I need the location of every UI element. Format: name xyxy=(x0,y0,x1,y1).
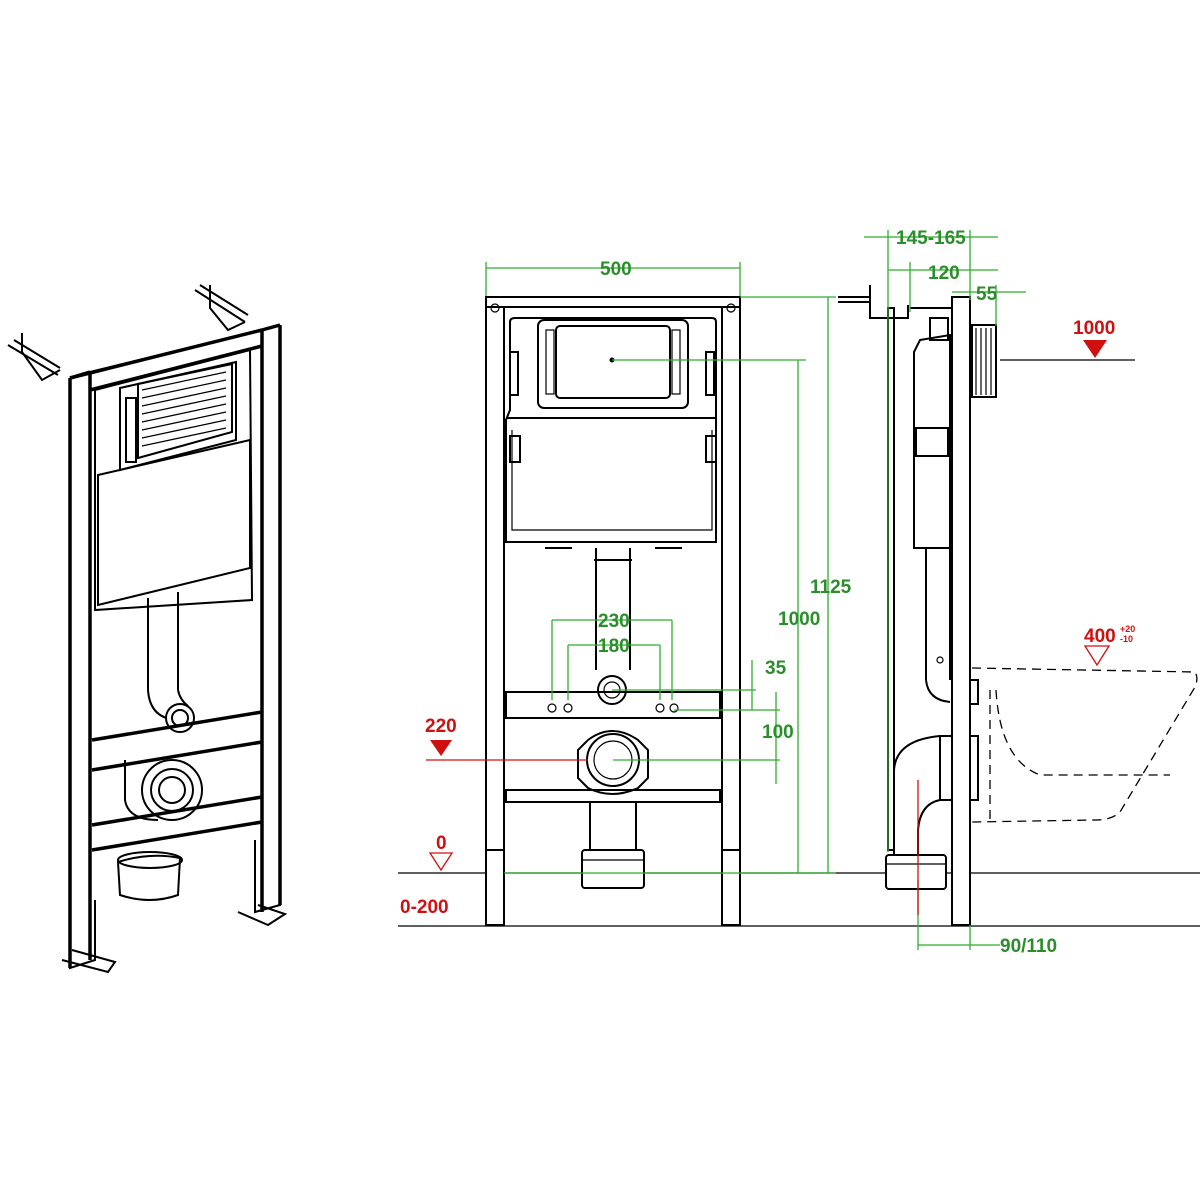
flush-level-1000-label: 1000 xyxy=(1073,318,1115,339)
bowl-tolerance-plus: +20 xyxy=(1120,624,1135,634)
drain-height-220-label: 220 xyxy=(425,716,457,737)
front-dimension-lines xyxy=(485,262,836,874)
side-dimension-lines xyxy=(864,230,1026,950)
bowl-height-marker: 400 +20 -10 xyxy=(1083,624,1135,667)
bowl-tolerance-minus: -10 xyxy=(1120,634,1133,644)
side-depth-145-165-label: 145-165 xyxy=(896,228,966,249)
bowl-height-400-label: 400 xyxy=(1084,626,1116,647)
isometric-frame-view xyxy=(7,284,288,974)
drain-height-marker: 220 xyxy=(425,716,457,756)
flush-height-marker: 1000 xyxy=(1073,318,1115,358)
front-elevation-view: 500 1125 1000 230 180 35 100 220 0 0-200 xyxy=(398,259,1200,927)
floor-level-marker: 0 0-200 xyxy=(400,833,454,918)
front-bolt-230-label: 230 xyxy=(598,611,630,632)
side-elevation-view: 145-165 120 55 90/110 1000 400 +20 -10 xyxy=(838,228,1198,957)
side-pipe-90-110-label: 90/110 xyxy=(1000,936,1057,957)
front-offset-100-label: 100 xyxy=(762,722,794,743)
floor-level-0-label: 0 xyxy=(436,833,447,854)
front-height-1125-label: 1125 xyxy=(810,577,852,598)
front-width-label: 500 xyxy=(600,259,632,280)
floor-adjust-label: 0-200 xyxy=(400,897,449,918)
side-depth-55-label: 55 xyxy=(976,284,998,305)
front-bolt-180-label: 180 xyxy=(598,636,630,657)
side-depth-120-label: 120 xyxy=(928,263,960,284)
front-height-1000-label: 1000 xyxy=(778,609,820,630)
front-offset-35-label: 35 xyxy=(765,658,787,679)
